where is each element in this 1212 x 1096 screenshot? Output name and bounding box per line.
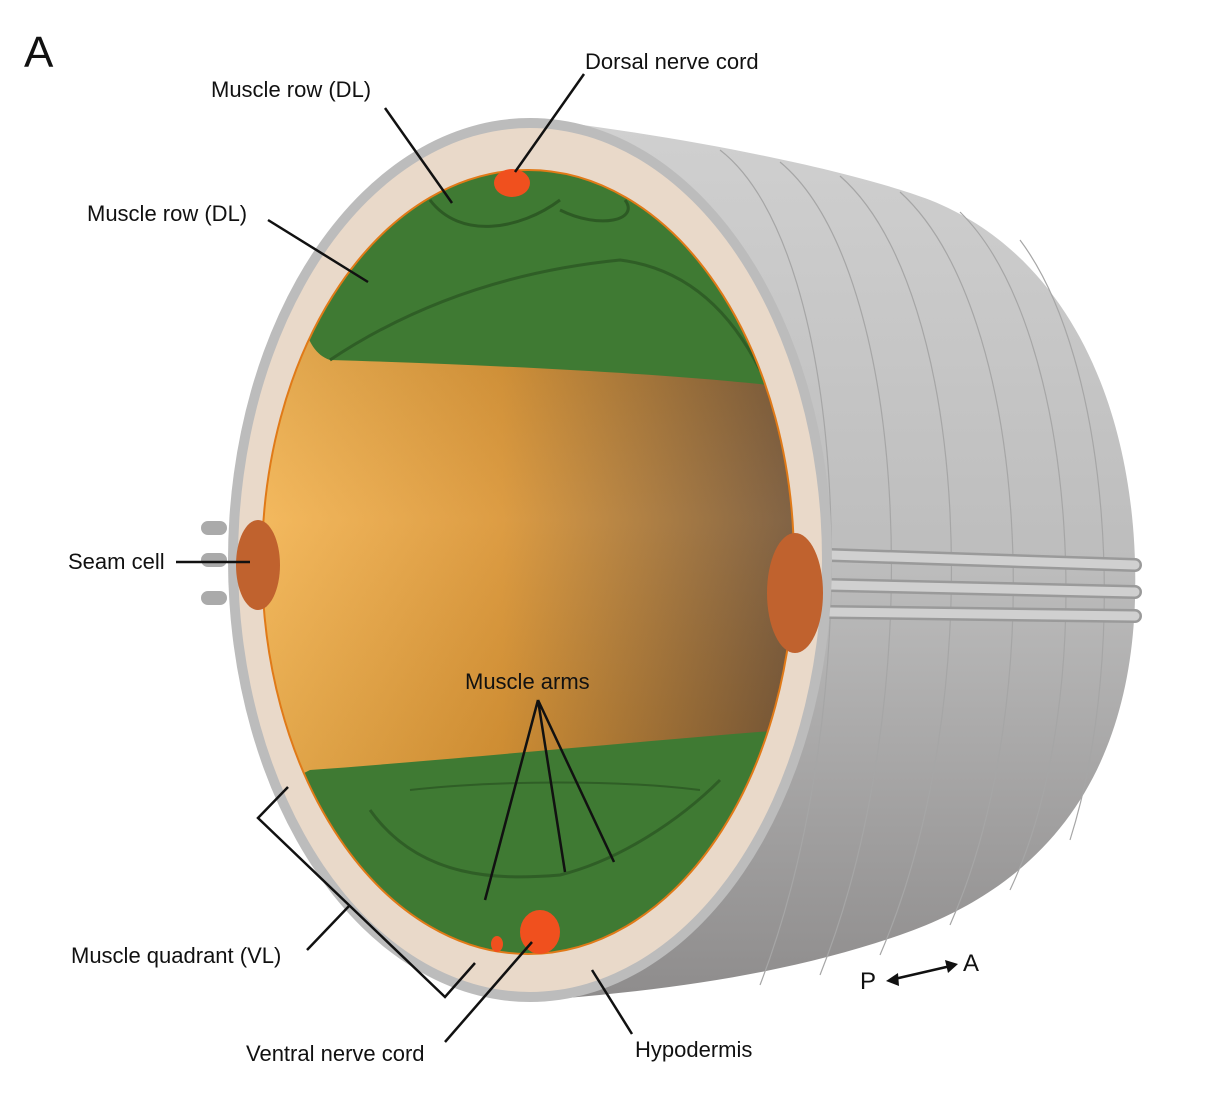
label-muscle-row-dl-2: Muscle row (DL) (87, 201, 248, 226)
label-dorsal-nerve-cord: Dorsal nerve cord (585, 49, 759, 74)
arrow-head-anterior-icon (945, 960, 958, 973)
seam-cell-left (236, 520, 280, 610)
annuli (719, 149, 1105, 986)
leader-lines (176, 73, 956, 1043)
label-muscle-quadrant-vl: Muscle quadrant (VL) (71, 943, 282, 968)
alae (201, 521, 1142, 623)
label-muscle-row-dl-1: Muscle row (DL) (211, 77, 372, 102)
axis-label-anterior: A (963, 950, 980, 977)
label-ventral-nerve-cord: Ventral nerve cord (246, 1041, 425, 1066)
axis-label-posterior: P (860, 968, 877, 995)
label-seam-cell: Seam cell (68, 549, 165, 574)
arrow-head-posterior-icon (886, 973, 899, 986)
dorsal-nerve-cord (494, 169, 530, 197)
label-hypodermis: Hypodermis (635, 1037, 753, 1062)
label-muscle-arms: Muscle arms (465, 669, 590, 694)
panel-letter: A (24, 28, 54, 77)
seam-cell-right (767, 533, 823, 653)
